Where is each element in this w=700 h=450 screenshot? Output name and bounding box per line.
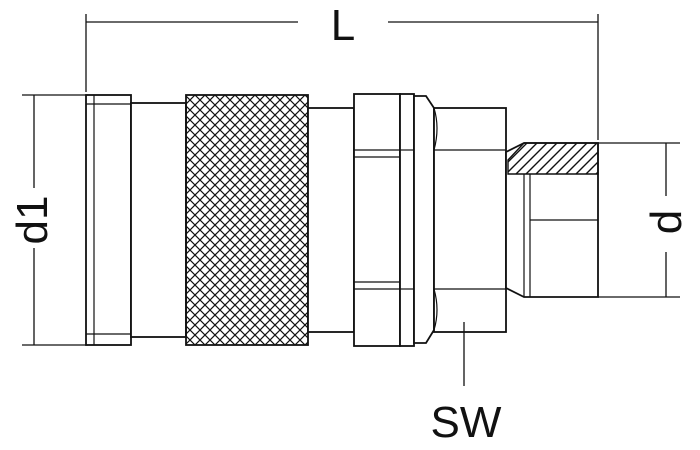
label-wrench-size: SW bbox=[431, 398, 502, 447]
dimension-wrench-size: SW bbox=[431, 322, 502, 447]
dimension-outer-diameter: d1 bbox=[8, 94, 88, 346]
hex-body bbox=[413, 95, 507, 344]
label-outer-diameter: d1 bbox=[8, 196, 57, 245]
threaded-spigot bbox=[505, 142, 599, 298]
knurled-sleeve bbox=[185, 94, 309, 346]
rear-neck bbox=[307, 107, 355, 333]
lock-nut bbox=[353, 93, 401, 347]
label-thread-diameter: d bbox=[642, 210, 691, 234]
dimension-length: L bbox=[85, 1, 599, 140]
front-collar bbox=[85, 94, 132, 346]
label-length: L bbox=[331, 1, 355, 50]
washer bbox=[399, 93, 415, 347]
dimension-thread-diameter: d bbox=[598, 142, 691, 298]
front-neck bbox=[130, 102, 187, 338]
